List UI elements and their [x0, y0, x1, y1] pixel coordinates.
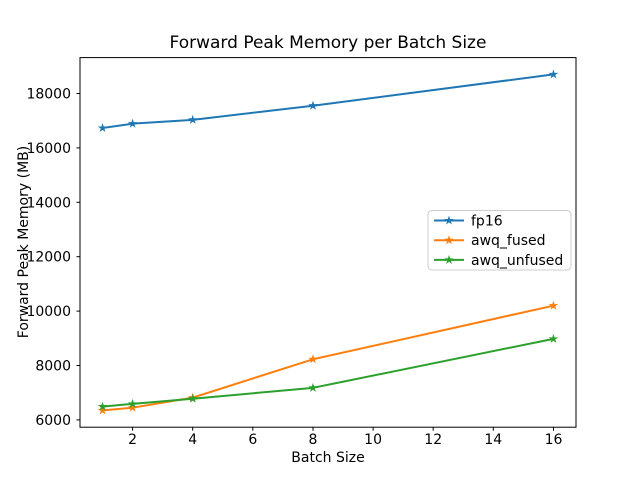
- star-marker: [308, 100, 318, 110]
- star-marker: [444, 254, 454, 264]
- legend-box: [427, 210, 572, 271]
- star-marker: [127, 118, 138, 128]
- star-marker: [97, 123, 108, 133]
- chart-title: Forward Peak Memory per Batch Size: [169, 33, 487, 53]
- y-tick-label: 18000: [26, 87, 71, 103]
- x-axis-label: Batch Size: [291, 450, 365, 466]
- y-tick-label: 6000: [35, 413, 71, 429]
- star-marker: [548, 333, 559, 343]
- legend-label-awq_fused: awq_fused: [471, 233, 546, 249]
- star-marker: [187, 114, 198, 124]
- axes-spines: [79, 57, 577, 428]
- star-marker: [187, 393, 198, 403]
- series-line-fp16: [102, 73, 554, 129]
- star-marker: [548, 69, 559, 79]
- star-marker: [97, 401, 108, 411]
- x-tick-label: 16: [545, 432, 563, 448]
- star-marker: [308, 382, 318, 392]
- legend: fp16 awq_fused awq_unfused: [427, 210, 572, 271]
- y-tick-label: 10000: [26, 304, 71, 320]
- star-marker: [127, 398, 138, 408]
- series-line-awq_unfused: [102, 337, 554, 408]
- x-tick-label: 10: [364, 432, 382, 448]
- x-tick-label: 8: [309, 432, 318, 448]
- legend-label-fp16: fp16: [471, 214, 503, 230]
- legend-label-awq_unfused: awq_unfused: [471, 253, 563, 269]
- star-marker: [97, 405, 108, 415]
- y-axis-label: Forward Peak Memory (MB): [16, 145, 32, 339]
- x-tick-label: 4: [188, 432, 197, 448]
- star-marker: [308, 354, 318, 364]
- star-marker: [127, 402, 138, 412]
- x-tick-label: 12: [424, 432, 442, 448]
- y-tick-label: 8000: [35, 359, 71, 375]
- x-tick-label: 2: [128, 432, 137, 448]
- y-tick-label: 12000: [26, 250, 71, 266]
- star-marker: [444, 235, 454, 245]
- star-marker: [548, 300, 559, 310]
- series-line-awq_fused: [102, 304, 554, 412]
- y-tick-label: 16000: [26, 141, 71, 157]
- star-marker: [444, 215, 454, 225]
- y-tick-label: 14000: [26, 195, 71, 211]
- x-tick-label: 14: [484, 432, 502, 448]
- x-tick-label: 6: [248, 432, 257, 448]
